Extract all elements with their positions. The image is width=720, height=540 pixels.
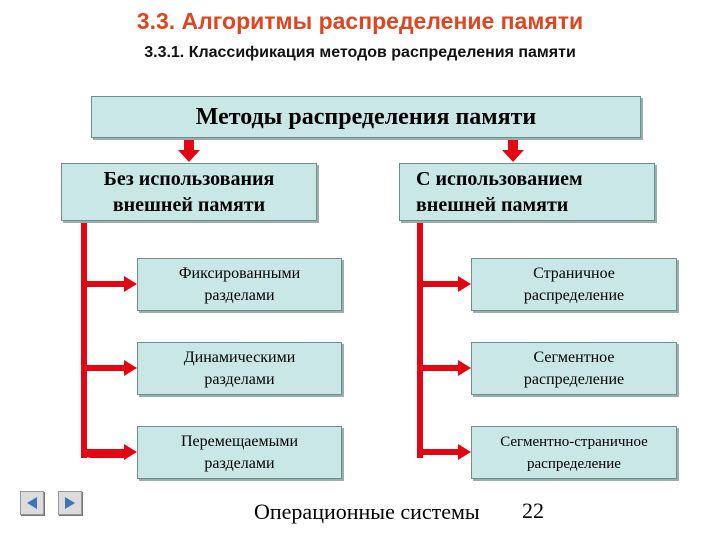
root-node: Методы распределения памяти: [91, 96, 641, 138]
leaf-label: разделами: [204, 454, 275, 472]
left-branch-2: [84, 360, 137, 376]
next-slide-button[interactable]: [58, 491, 82, 515]
leaf-label: распределение: [523, 286, 625, 304]
root-node-label: Методы распределения памяти: [195, 103, 537, 130]
triangle-left-icon: [27, 497, 37, 509]
leaf-segment-paged-allocation: Сегментно-страничное распределение: [471, 426, 677, 479]
right-branch-2: [420, 360, 471, 376]
category-left-line1: Без использования: [103, 168, 275, 190]
leaf-label: Страничное: [533, 264, 615, 282]
leaf-label: разделами: [204, 286, 275, 304]
leaf-label: Фиксированными: [178, 264, 301, 282]
left-branch-1: [84, 276, 137, 292]
category-with-external-memory: С использованием внешней памяти: [399, 163, 655, 221]
prev-slide-button[interactable]: [20, 491, 44, 515]
category-left-line2: внешней памяти: [112, 194, 266, 216]
leaf-label: распределение: [527, 455, 621, 472]
leaf-label: Перемещаемыми: [180, 432, 299, 450]
slide-subtitle: 3.3.1. Классификация методов распределен…: [144, 44, 576, 61]
leaf-label: Сегментное: [533, 348, 615, 366]
arrow-root-right: [502, 139, 524, 162]
leaf-segment-allocation: Сегментное распределение: [471, 342, 677, 395]
right-branch-3: [420, 444, 471, 460]
category-right-line2: внешней памяти: [416, 194, 569, 216]
page-number: 22: [522, 498, 544, 523]
leaf-label: разделами: [204, 370, 275, 388]
leaf-dynamic-partitions: Динамическими разделами: [137, 342, 342, 395]
footer-text: Операционные системы: [254, 499, 480, 524]
triangle-right-icon: [65, 497, 75, 509]
leaf-label: распределение: [523, 370, 625, 388]
category-without-external-memory: Без использования внешней памяти: [61, 163, 317, 221]
leaf-label: Динамическими: [183, 348, 296, 366]
left-branch-3: [84, 444, 137, 460]
leaf-paged-allocation: Страничное распределение: [471, 258, 677, 311]
right-trunk: [417, 222, 423, 458]
left-trunk: [81, 222, 87, 458]
slide-title: 3.3. Алгоритмы распределение памяти: [136, 8, 584, 34]
leaf-relocatable-partitions: Перемещаемыми разделами: [137, 426, 342, 479]
category-right-line1: С использованием: [416, 168, 583, 190]
leaf-fixed-partitions: Фиксированными разделами: [137, 258, 342, 311]
arrow-root-left: [178, 139, 200, 162]
right-branch-1: [420, 276, 471, 292]
leaf-label: Сегментно-страничное: [500, 433, 648, 450]
